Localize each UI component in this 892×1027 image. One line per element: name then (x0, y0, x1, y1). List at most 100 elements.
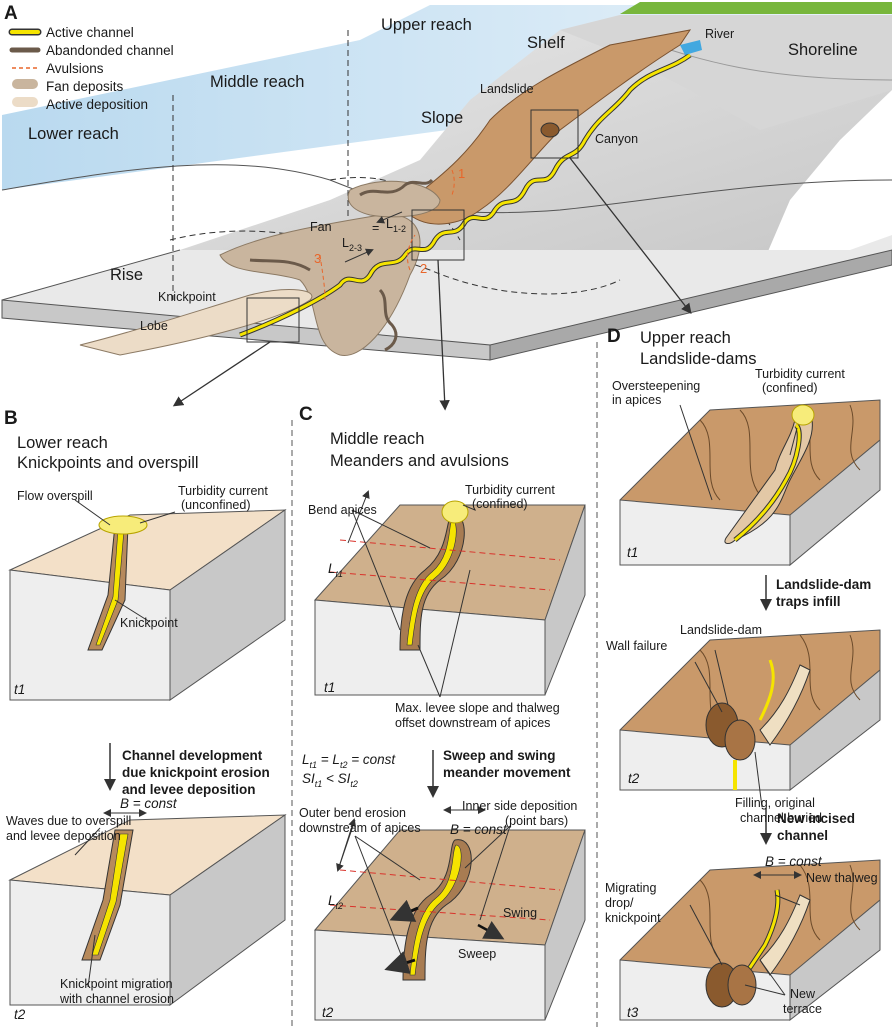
label-b-const-d: B = const (765, 854, 823, 869)
panel-a-letter: A (4, 3, 18, 24)
label-wall-failure: Wall failure (606, 639, 667, 653)
label-outer-bend-1: Outer bend erosion (299, 806, 406, 820)
avulsion-3: 3 (314, 251, 321, 266)
label-outer-bend-2: downstream of apices (299, 821, 421, 835)
panel-c-title-2: Meanders and avulsions (330, 452, 509, 470)
b-step-3: and levee deposition (122, 782, 256, 797)
label-max-levee-1: Max. levee slope and thalweg (395, 701, 560, 715)
label-inner-side-1: Inner side deposition (462, 799, 577, 813)
panel-b-letter: B (4, 408, 18, 429)
legend (8, 28, 42, 107)
label-oversteepening-1: Oversteepening (612, 379, 700, 393)
label-max-levee-2: offset downstream of apices (395, 716, 550, 730)
label-middle-reach: Middle reach (210, 73, 304, 91)
legend-active-deposition: Active deposition (46, 97, 148, 112)
avulsion-1: 1 (458, 166, 465, 181)
label-inner-side-2: (point bars) (505, 814, 568, 828)
panel-b-title-2: Knickpoints and overspill (17, 454, 199, 472)
legend-avulsions: Avulsions (46, 61, 104, 76)
label-knickpoint-b: Knickpoint (120, 616, 178, 630)
label-new-terrace-1: New (790, 987, 816, 1001)
label-flow-overspill: Flow overspill (17, 489, 93, 503)
panel-c-block-t1 (313, 490, 586, 696)
label-upper-reach: Upper reach (381, 16, 472, 34)
b-step-2: due knickpoint erosion (122, 765, 270, 780)
panel-b-block-t1 (8, 509, 287, 701)
time-d-t3: t3 (627, 1005, 639, 1020)
label-lt1: Lt1 (328, 561, 343, 579)
panel-d-block-t2 (619, 629, 881, 792)
label-new-thalweg: New thalweg (806, 871, 878, 885)
legend-abandoned-channel: Abandonded channel (46, 43, 174, 58)
label-oversteepening-2: in apices (612, 393, 661, 407)
label-lt2: Lt2 (328, 893, 343, 911)
equation-l: Lt1 = Lt2 = const (302, 752, 396, 770)
label-b-const-b: B = const (120, 796, 178, 811)
label-l12: L1-2 (386, 217, 406, 234)
leader-lines (74, 404, 801, 996)
c-step-2: meander movement (443, 765, 571, 780)
panel-a-block (1, 2, 892, 411)
label-eq: = (372, 221, 379, 235)
label-lower-reach: Lower reach (28, 125, 119, 143)
d-step-1: Landslide-dam (776, 577, 871, 592)
avulsion-2: 2 (420, 261, 427, 276)
label-waves-2: and levee deposition (6, 829, 121, 843)
legend-fan-deposits: Fan deposits (46, 79, 124, 94)
label-migrating-1: Migrating (605, 881, 656, 895)
panel-d-title-1: Upper reach (640, 329, 731, 347)
label-bend-apices: Bend apices (308, 503, 377, 517)
panel-c-block-t2 (313, 806, 586, 1021)
label-river: River (705, 27, 734, 41)
label-turbidity-c-1: Turbidity current (465, 483, 555, 497)
label-swing: Swing (503, 906, 537, 920)
label-b-const-c: B = const (450, 822, 508, 837)
label-sweep: Sweep (458, 947, 496, 961)
label-turbidity-d-1: Turbidity current (755, 367, 845, 381)
label-landslide: Landslide (480, 82, 534, 96)
b-step-1: Channel development (122, 748, 263, 763)
label-slope: Slope (421, 109, 463, 127)
time-c-t1: t1 (324, 680, 335, 695)
time-d-t1: t1 (627, 545, 638, 560)
label-migration-2: with channel erosion (59, 992, 174, 1006)
label-turbidity-c-2: (confined) (472, 497, 528, 511)
legend-active-channel: Active channel (46, 25, 134, 40)
c-step-1: Sweep and swing (443, 748, 556, 763)
panel-c-letter: C (299, 404, 313, 425)
time-d-t2: t2 (628, 771, 640, 786)
time-b-t1: t1 (14, 682, 25, 697)
label-fan: Fan (310, 220, 332, 234)
label-filling-1: Filling, original (735, 796, 815, 810)
label-lobe: Lobe (140, 319, 168, 333)
label-canyon: Canyon (595, 132, 638, 146)
label-migrating-3: knickpoint (605, 911, 661, 925)
label-turbidity-b-1: Turbidity current (178, 484, 268, 498)
panel-d-block-t1 (619, 399, 881, 567)
d-step-4: channel (777, 828, 828, 843)
panel-b-block-t2 (8, 809, 287, 1006)
panel-d-block-t3 (619, 859, 881, 1022)
panel-d-title-2: Landslide-dams (640, 350, 756, 368)
label-migrating-2: drop/ (605, 896, 634, 910)
label-new-terrace-2: terrace (783, 1002, 822, 1016)
d-step-3: New incised (777, 811, 855, 826)
label-turbidity-d-2: (confined) (762, 381, 818, 395)
label-shoreline: Shoreline (788, 41, 858, 59)
label-shelf: Shelf (527, 34, 565, 52)
label-knickpoint-a: Knickpoint (158, 290, 216, 304)
equation-si: SIt1 < SIt2 (302, 771, 358, 789)
label-waves-1: Waves due to overspill (6, 814, 131, 828)
label-l23: L2-3 (342, 236, 362, 253)
label-turbidity-b-2: (unconfined) (181, 498, 251, 512)
d-step-2: traps infill (776, 594, 841, 609)
time-c-t2: t2 (322, 1005, 334, 1020)
label-rise: Rise (110, 266, 143, 284)
panel-b-title-1: Lower reach (17, 434, 108, 452)
time-b-t2: t2 (14, 1007, 26, 1022)
label-filling-2: channel buried (740, 811, 822, 825)
panel-d-letter: D (607, 326, 621, 347)
label-migration-1: Knickpoint migration (60, 977, 173, 991)
label-landslide-dam: Landslide-dam (680, 623, 762, 637)
